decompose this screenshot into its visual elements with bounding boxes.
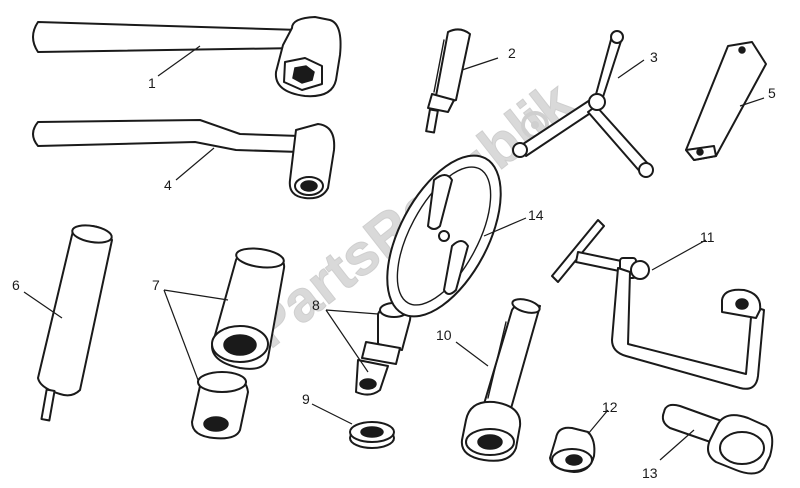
callout-2: 2: [508, 45, 516, 61]
callout-12: 12: [602, 399, 618, 415]
callout-9: 9: [302, 391, 310, 407]
tool-8-stepped-bushing-icon: [355, 302, 412, 396]
callout-5: 5: [768, 85, 776, 101]
callout-11: 11: [700, 229, 715, 245]
tool-11-c-clamp-puller-icon: [551, 219, 765, 390]
tool-6-knurled-driver-icon: [37, 224, 113, 422]
tool-3-three-arm-spanner-icon: [512, 30, 654, 178]
tool-1-long-socket-wrench-icon: [32, 16, 342, 98]
callout-13: 13: [642, 465, 658, 481]
callout-4: 4: [164, 177, 172, 193]
tool-5-holding-bar-icon: [685, 41, 767, 161]
leader-lines: [23, 45, 765, 461]
tool-13-knurled-bolt-icon: [661, 403, 774, 475]
tool-9-ring-nut-icon: [349, 421, 395, 449]
tool-4-offset-socket-wrench-icon: [32, 119, 336, 200]
callout-8: 8: [312, 297, 320, 313]
callout-10: 10: [436, 327, 452, 343]
callout-7: 7: [152, 277, 160, 293]
tool-7-sleeve-pair-icon: [191, 247, 286, 440]
callout-14: 14: [528, 207, 544, 223]
tool-12-cap-icon: [549, 426, 596, 473]
callout-1: 1: [148, 75, 156, 91]
tool-10-socket-driver-icon: [460, 298, 541, 462]
callout-labels: 1 2 3 4 5 6 7 8 9 10 11 12 13 14: [12, 45, 776, 481]
callout-6: 6: [12, 277, 20, 293]
tool-14-steering-wheel-plate-icon: [386, 154, 502, 318]
callout-3: 3: [650, 49, 658, 65]
tool-2-pin-punch-icon: [425, 28, 471, 134]
